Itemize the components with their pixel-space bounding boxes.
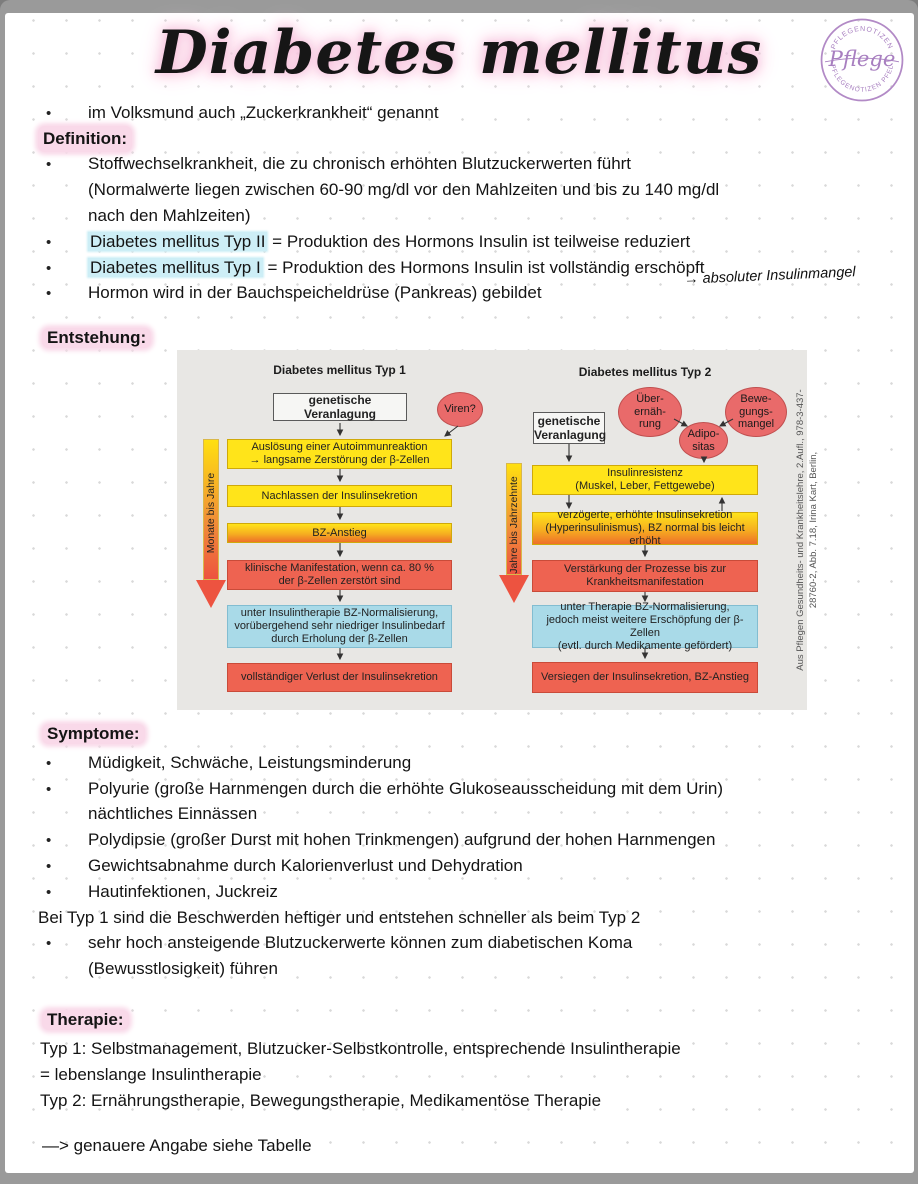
flow-step: verzögerte, erhöhte Insulinsekretion (Hy… bbox=[532, 509, 758, 547]
list-item: Diabetes mellitus Typ II = Produktion de… bbox=[38, 229, 883, 255]
definition-section: im Volksmund auch „Zuckerkrankheit“ gena… bbox=[38, 100, 883, 306]
genetic-predisposition-box: genetische Veranlagung bbox=[533, 412, 607, 444]
flow-step: BZ-Anstieg bbox=[227, 523, 452, 543]
list-item-continuation: (Bewusstlosigkeit) führen bbox=[88, 959, 278, 979]
typ2-highlight: Diabetes mellitus Typ II bbox=[88, 231, 268, 251]
list-item: im Volksmund auch „Zuckerkrankheit“ gena… bbox=[38, 100, 883, 126]
list-item: Diabetes mellitus Typ I = Produktion des… bbox=[38, 255, 883, 281]
flow-step: Insulinresistenz (Muskel, Leber, Fettgew… bbox=[532, 465, 758, 495]
therapie-line: = lebenslange Insulintherapie bbox=[40, 1064, 262, 1084]
typ1-diagram-title: Diabetes mellitus Typ 1 bbox=[273, 363, 406, 377]
adipositas-bubble: Adipo- sitas bbox=[679, 422, 728, 459]
symptome-section: Müdigkeit, Schwäche, Leistungsminderung … bbox=[38, 750, 883, 982]
flow-step: Nachlassen der Insulinsekretion bbox=[227, 485, 452, 507]
pathogenesis-diagram: Diabetes mellitus Typ 1 Diabetes mellitu… bbox=[177, 350, 807, 710]
viren-bubble: Viren? bbox=[437, 392, 483, 427]
typ2-diagram-title: Diabetes mellitus Typ 2 bbox=[578, 365, 712, 379]
flow-step: klinische Manifestation, wenn ca. 80 % d… bbox=[227, 560, 452, 590]
flow-step: unter Insulintherapie BZ-Normalisierung,… bbox=[227, 605, 452, 648]
list-item: Gewichtsabnahme durch Kalorienverlust un… bbox=[38, 853, 883, 879]
flow-step: Verstärkung der Prozesse bis zur Krankhe… bbox=[532, 560, 758, 592]
flow-step: unter Therapie BZ-Normalisierung, jedoch… bbox=[532, 601, 758, 652]
therapie-line: Typ 2: Ernährungstherapie, Bewegungsther… bbox=[40, 1090, 602, 1110]
list-item: Polydipsie (großer Durst mit hohen Trink… bbox=[38, 827, 883, 853]
list-item: Polyurie (große Harnmengen durch die erh… bbox=[38, 776, 883, 802]
list-item: sehr hoch ansteigende Blutzuckerwerte kö… bbox=[38, 931, 883, 957]
list-item: Hautinfektionen, Juckreiz bbox=[38, 879, 883, 905]
overnutrition-bubble: Über- ernäh- rung bbox=[618, 387, 682, 437]
image-credit: Aus Pflegen Gesundheits- und Krankheitsl… bbox=[795, 389, 819, 671]
list-item-continuation: (Normalwerte liegen zwischen 60-90 mg/dl… bbox=[88, 180, 720, 200]
list-item-continuation: nach den Mahlzeiten) bbox=[88, 206, 251, 226]
definition-heading: Definition: bbox=[38, 125, 883, 152]
genetic-predisposition-box: genetische Veranlagung bbox=[273, 393, 407, 421]
flow-step: vollständiger Verlust der Insulinsekreti… bbox=[227, 663, 452, 692]
entstehung-heading: Entstehung: bbox=[42, 328, 152, 348]
lack-of-exercise-bubble: Bewe- gungs- mangel bbox=[725, 387, 787, 437]
timeline-arrow-typ1: Monate bis Jahre bbox=[196, 439, 226, 608]
brand-stamp-logo: PFLEGENOTIZEN PFLEGENOTIZEN PFEL Pflege bbox=[820, 18, 904, 102]
flow-step: Auslösung einer Autoimmunreaktion → lang… bbox=[227, 439, 452, 469]
therapie-line: Typ 1: Selbstmanagement, Blutzucker-Selb… bbox=[40, 1039, 681, 1058]
typ1-highlight: Diabetes mellitus Typ I bbox=[88, 257, 263, 277]
footer-note: —> genauere Angabe siehe Tabelle bbox=[42, 1136, 312, 1155]
therapie-section: Typ 1: Selbstmanagement, Blutzucker-Selb… bbox=[40, 1036, 885, 1113]
flow-step: Versiegen der Insulinsekretion, BZ-Ansti… bbox=[532, 662, 758, 693]
list-item-continuation: nächtliches Einnässen bbox=[88, 804, 258, 824]
symptome-heading: Symptome: bbox=[42, 724, 145, 744]
therapie-heading: Therapie: bbox=[42, 1010, 129, 1030]
page-title: Diabetes mellitus bbox=[155, 18, 763, 88]
logo-center-text: Pflege bbox=[828, 46, 896, 71]
list-item: Stoffwechselkrankheit, die zu chronisch … bbox=[38, 152, 883, 178]
list-item: Hormon wird in der Bauchspeicheldrüse (P… bbox=[38, 281, 883, 307]
list-item: Müdigkeit, Schwäche, Leistungsminderung bbox=[38, 750, 883, 776]
symptome-note: Bei Typ 1 sind die Beschwerden heftiger … bbox=[38, 907, 641, 927]
timeline-arrow-typ2: Jahre bis Jahrzehnte bbox=[499, 463, 529, 603]
